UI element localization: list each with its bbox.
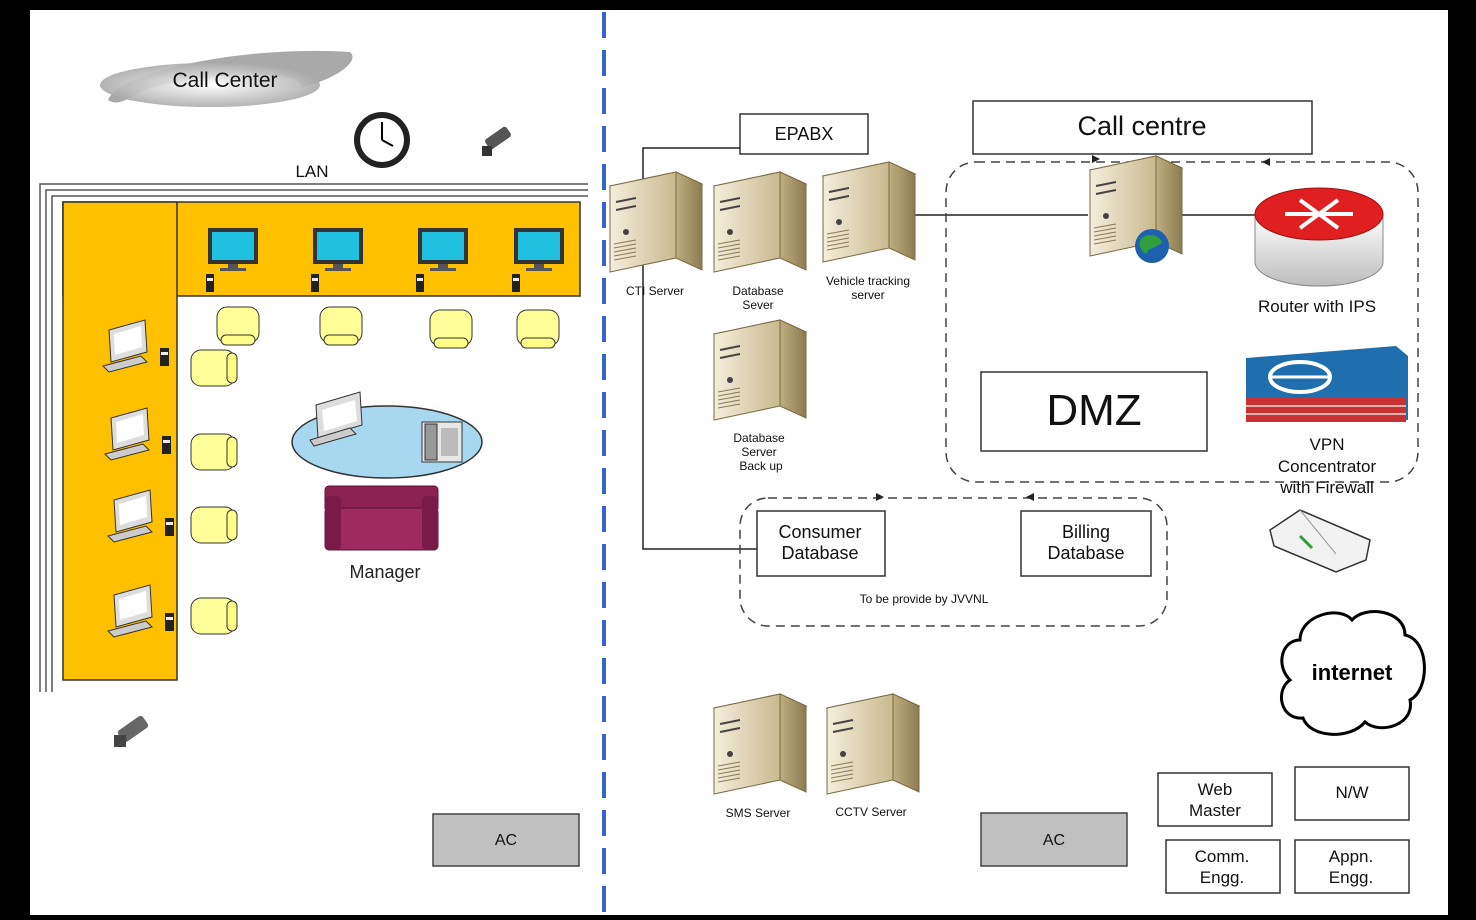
nw-box: N/W [1294,766,1410,821]
cpu-tower-icon [165,613,174,631]
sms-server-label: SMS Server [726,806,791,820]
chair-icon [516,309,560,349]
web-master-line1: Web [1198,780,1233,799]
database-server-label-line1: Database [732,284,784,298]
monitor-icon [102,319,148,373]
call-centre-label: Call centre [1077,111,1206,141]
cti-server-label: CTI Server [626,284,684,298]
cpu-tower-icon [416,274,424,292]
call-centre-box: Call centre [972,100,1313,155]
comm-engg-line1: Comm. [1195,847,1250,866]
vpn-label-line3: with Firewall [1279,478,1374,497]
sofa-icon [324,485,439,551]
database-server-label-line2: Sever [742,298,773,312]
monitor-icon [104,407,150,461]
jvvnl-zone [739,497,1168,627]
dmz-zone [945,161,1419,483]
billing-db-line1: Billing [1062,522,1110,542]
globe-icon [1135,229,1169,263]
cctv-server-label: CCTV Server [835,805,906,819]
db-backup-label-line3: Back up [739,459,783,473]
dmz-web-server-icon [1088,155,1184,257]
clock-icon [354,112,410,168]
vpn-firewall-icon [1246,346,1408,422]
appn-engg-line1: Appn. [1329,847,1373,866]
billing-db-line2: Database [1047,543,1124,563]
cpu-tower-icon [165,518,174,536]
lan-label: LAN [295,162,328,181]
database-server-icon [712,171,808,273]
vehicle-tracking-label-line2: server [851,288,884,302]
call-center-title-badge: Call Center [100,50,353,107]
chair-icon [190,433,238,471]
chair-icon [190,349,238,387]
monitor-icon [313,228,363,271]
modem-icon [1269,509,1371,573]
chair-icon [319,306,363,346]
monitor-icon [107,489,153,543]
comm-engg-box: Comm. Engg. [1165,839,1281,894]
monitor-icon [107,584,153,638]
cctv-server-icon [825,693,921,795]
monitor-icon [418,228,468,271]
comm-engg-line2: Engg. [1200,868,1244,887]
cti-server-icon [608,171,704,273]
vpn-label-line2: Concentrator [1278,457,1377,476]
internet-cloud-icon: internet [1280,610,1426,736]
telephone-icon [421,421,463,463]
appn-engg-line2: Engg. [1329,868,1373,887]
call-center-title: Call Center [172,69,277,92]
cpu-tower-icon [206,274,214,292]
web-master-line2: Master [1189,801,1241,820]
chair-icon [216,306,260,346]
vehicle-tracking-server-icon [821,161,917,263]
ac-unit-right: AC [980,812,1128,867]
db-backup-label-line1: Database [733,431,785,445]
ac-unit-left: AC [432,813,580,867]
security-camera-icon [114,715,149,747]
cpu-tower-icon [512,274,520,292]
cpu-tower-icon [160,348,169,366]
appn-engg-box: Appn. Engg. [1294,839,1410,894]
lan-cables [39,183,588,692]
database-backup-server-icon [712,319,808,421]
billing-database-box: Billing Database [1020,510,1152,577]
cpu-tower-icon [311,274,319,292]
server-room-area: EPABX Call centre DMZ [608,100,1426,894]
nw-label: N/W [1335,783,1368,802]
router-label: Router with IPS [1258,297,1376,316]
chair-icon [429,309,473,349]
epabx-box: EPABX [739,113,869,155]
db-backup-label-line2: Server [741,445,776,459]
chair-icon [190,506,238,544]
chair-icon [190,597,238,635]
dmz-box: DMZ [980,371,1208,452]
web-master-box: Web Master [1157,772,1273,827]
provided-by-label: To be provide by JVVNL [860,592,989,606]
cpu-tower-icon [162,436,171,454]
internet-label: internet [1312,660,1393,685]
ac-label-left: AC [495,832,517,849]
vehicle-tracking-label-line1: Vehicle tracking [826,274,910,288]
sms-server-icon [712,693,808,795]
consumer-database-box: Consumer Database [756,510,886,577]
epabx-label: EPABX [775,124,834,144]
call-center-area: Call Center LAN [39,50,588,867]
consumer-db-line2: Database [781,543,858,563]
monitor-icon [514,228,564,271]
manager-monitor-icon [309,391,363,447]
dmz-label: DMZ [1046,386,1141,435]
monitor-icon [208,228,258,271]
security-camera-icon [482,126,511,156]
consumer-db-line1: Consumer [778,522,861,542]
vpn-label-line1: VPN [1310,435,1345,454]
manager-label: Manager [349,562,420,582]
manager-desk [291,391,483,479]
connector-lines [642,147,1255,550]
ac-label-right: AC [1043,832,1065,849]
router-icon [1254,187,1384,287]
